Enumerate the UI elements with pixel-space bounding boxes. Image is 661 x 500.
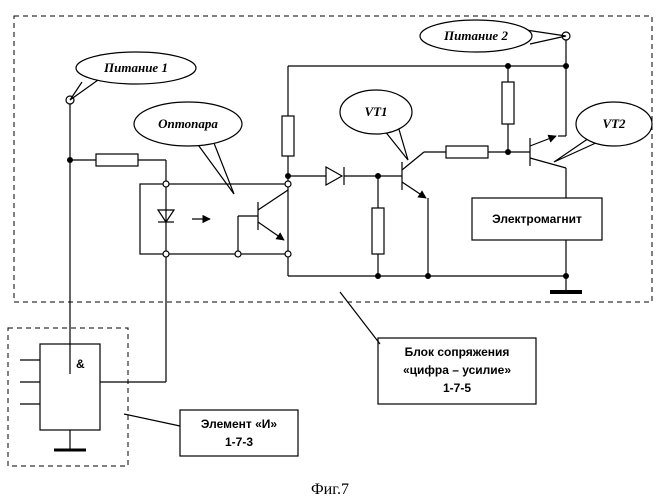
figure-caption: Фиг.7 [311,481,349,498]
and-element-line1: Элемент «И» [201,417,278,431]
interface-block-line2: «цифра – усилие» [403,363,511,377]
vt2-label: VT2 [602,116,626,131]
resistor-r2 [282,66,294,181]
interface-block-line1: Блок сопряжения [405,345,510,359]
and-element-code: 1-7-3 [225,435,253,449]
callout-vt2 [554,102,652,162]
resistor-r4 [446,146,530,158]
power1-label: Питание 1 [103,60,168,75]
power2-terminal [562,32,570,136]
electromagnet-label: Электромагнит [492,212,582,226]
and-element-outline [8,328,128,466]
leader-and-element [124,414,180,426]
resistor-r5 [502,66,514,152]
optocoupler-label: Оптопара [158,116,218,131]
callout-vt1 [340,90,412,160]
transistor-vt1 [402,152,446,276]
leader-interface-block [340,292,380,344]
and-symbol: & [76,357,85,371]
and-gate [20,344,100,450]
resistor-r1 [70,154,166,184]
interface-block-code: 1-7-5 [443,381,471,395]
vt1-label: VT1 [364,104,387,119]
optocoupler [140,181,291,257]
transistor-vt2 [530,136,566,198]
diode [288,167,402,185]
power2-label: Питание 2 [443,28,508,43]
resistor-r3 [372,176,384,276]
power1-terminal [66,96,74,374]
